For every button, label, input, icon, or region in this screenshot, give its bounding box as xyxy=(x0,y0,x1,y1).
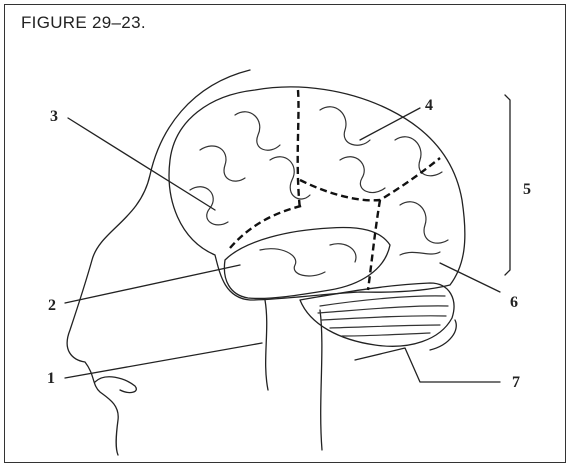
leader-lines xyxy=(65,95,510,382)
label-7: 7 xyxy=(512,374,520,391)
label-3: 3 xyxy=(50,108,58,125)
leader-1 xyxy=(65,343,262,378)
label-1: 1 xyxy=(47,370,55,387)
bracket-5 xyxy=(505,95,510,275)
temporal-lobe-outline xyxy=(224,228,390,299)
label-4: 4 xyxy=(425,97,433,114)
nostril-outline xyxy=(95,377,136,393)
head-outline xyxy=(67,70,250,455)
cortex-gyri xyxy=(190,107,448,276)
label-2: 2 xyxy=(48,297,56,314)
label-6: 6 xyxy=(510,294,518,311)
label-5: 5 xyxy=(523,181,531,198)
leader-6 xyxy=(440,263,500,292)
cerebellum-folia xyxy=(318,296,448,336)
spinal-cord xyxy=(265,300,322,450)
leader-2 xyxy=(65,265,240,303)
leader-7 xyxy=(355,348,500,382)
leader-4 xyxy=(360,108,420,140)
brain-outline xyxy=(169,87,465,300)
